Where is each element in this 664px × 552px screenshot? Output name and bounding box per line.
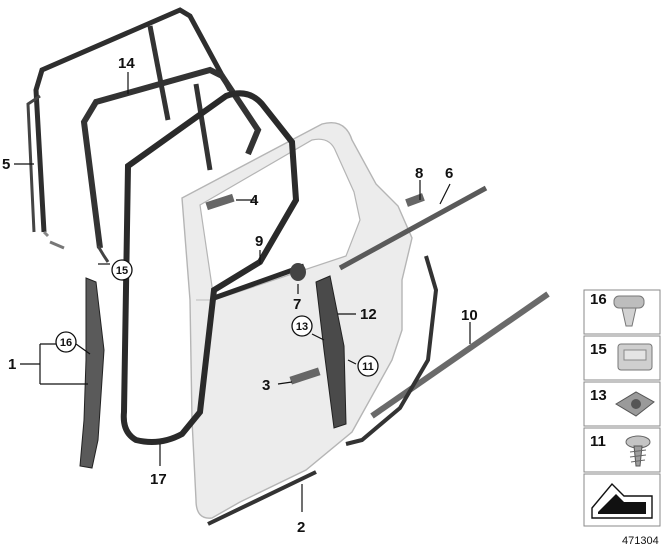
frame-seal-5 (33, 7, 233, 233)
wedge-symbol-icon (591, 482, 653, 519)
svg-text:13: 13 (296, 321, 308, 333)
door-seal-17 (120, 90, 300, 445)
part-7 (290, 263, 306, 281)
callout-7: 7 (293, 296, 301, 313)
callout-17: 17 (150, 471, 167, 488)
weatherstrip-6 (338, 185, 488, 271)
part-4 (205, 193, 235, 211)
legend-number-16: 16 (590, 291, 607, 308)
callout-12: 12 (360, 306, 377, 323)
belt-seal-9 (213, 263, 305, 301)
legend-number-13: 13 (590, 387, 607, 404)
callout-3: 3 (262, 377, 270, 394)
svg-text:11: 11 (362, 361, 374, 373)
callout-15-circled: 15 (111, 259, 133, 281)
screw-icon (625, 435, 651, 467)
callout-8: 8 (415, 165, 423, 182)
legend-number-15: 15 (590, 341, 607, 358)
callout-16-circled: 16 (55, 331, 77, 353)
pillar-trim-1 (79, 277, 105, 469)
diagram-number: 471304 (622, 535, 659, 547)
callout-6: 6 (445, 165, 453, 182)
callout-13-circled: 13 (291, 315, 313, 337)
window-channel-seal-14 (80, 66, 262, 249)
callout-2: 2 (297, 519, 305, 536)
callout-9: 9 (255, 233, 263, 250)
callout-11-circled: 11 (357, 355, 379, 377)
clip-nut-icon (617, 343, 653, 371)
spring-clip-icon (615, 391, 655, 417)
lower-seal-2 (207, 470, 317, 526)
callout-10: 10 (461, 307, 478, 324)
callout-5: 5 (2, 156, 10, 173)
svg-text:15: 15 (116, 265, 128, 277)
seal-strip-10 (370, 291, 550, 419)
svg-text:16: 16 (60, 337, 72, 349)
legend-number-11: 11 (590, 433, 606, 450)
fastener-legend: 16 15 13 11 (583, 289, 661, 527)
part-3 (289, 367, 321, 385)
push-clip-icon (613, 295, 645, 327)
clip-8 (405, 193, 425, 207)
callout-1: 1 (8, 356, 16, 373)
callout-14: 14 (118, 55, 135, 72)
callout-4: 4 (250, 192, 259, 209)
pillar-cover-12 (315, 275, 347, 429)
